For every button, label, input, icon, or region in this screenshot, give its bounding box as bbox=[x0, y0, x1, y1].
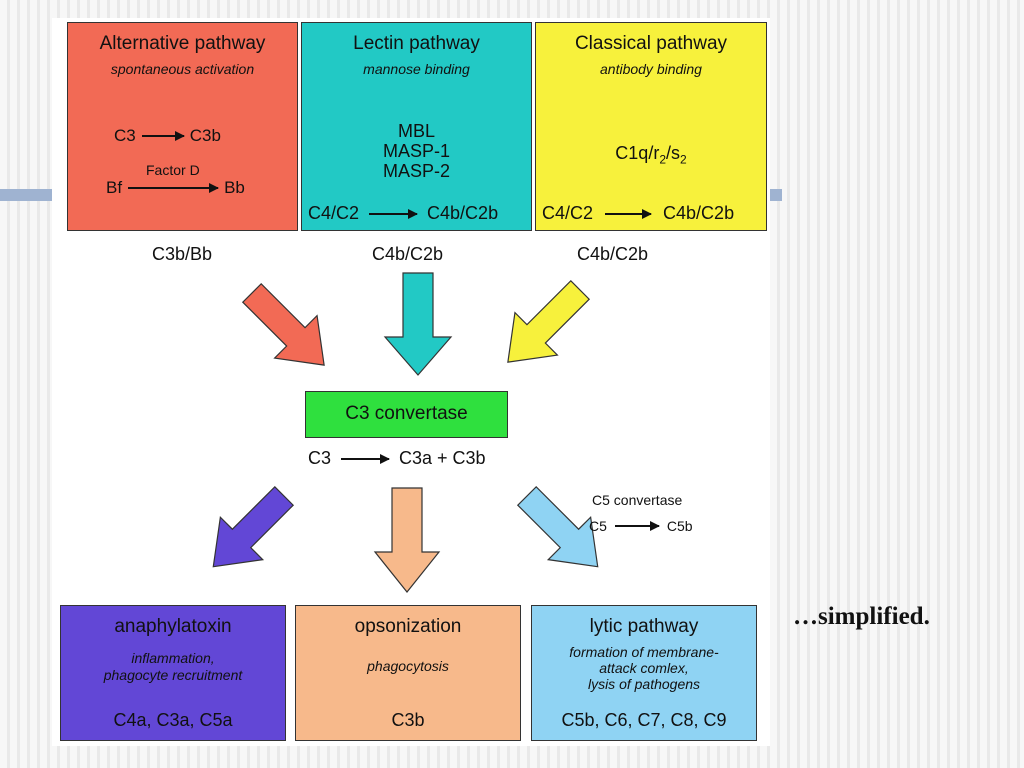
lectin-c4c2-reaction: C4/C2 C4b/C2b bbox=[308, 203, 499, 223]
c5-cleavage-reaction: C5 C5b bbox=[589, 518, 693, 534]
reaction-arrow-icon bbox=[141, 131, 185, 141]
anaphylatoxin-box: anaphylatoxin inflammation, phagocyte re… bbox=[60, 605, 286, 741]
classical-pathway-box: Classical pathway antibody binding C1q/r… bbox=[535, 22, 767, 231]
opsonization-box: opsonization phagocytosis C3b bbox=[295, 605, 521, 741]
reaction-arrow-icon bbox=[128, 183, 220, 193]
lectin-output: C4b/C2b bbox=[372, 244, 444, 264]
lectin-to-convertase-arrow-icon bbox=[383, 272, 453, 376]
reaction-arrow-icon bbox=[369, 208, 419, 219]
flow-arrows bbox=[212, 272, 599, 593]
convertase-to-lytic-arrow-icon bbox=[516, 485, 599, 568]
reaction-arrow-icon bbox=[605, 208, 653, 219]
alternative-output: C3b/Bb bbox=[152, 244, 213, 264]
classical-c4c2-reaction: C4/C2 C4b/C2b bbox=[542, 203, 735, 223]
decorative-rule-right bbox=[770, 189, 782, 201]
alternative-to-convertase-arrow-icon bbox=[241, 282, 325, 366]
reaction-arrow-icon bbox=[341, 453, 391, 464]
alternative-pathway-title: Alternative pathway bbox=[99, 33, 266, 54]
opsonization-title: opsonization bbox=[354, 616, 462, 637]
classical-pathway-subtitle: antibody binding bbox=[600, 61, 702, 77]
opsonization-products: C3b bbox=[391, 710, 425, 730]
c5-convertase-label: C5 convertase bbox=[592, 492, 683, 508]
classical-to-convertase-arrow-icon bbox=[507, 279, 591, 363]
factor-d-label: Factor D bbox=[146, 162, 200, 178]
bf-to-bb-reaction: Bf Bb bbox=[106, 178, 245, 197]
decorative-rule-left bbox=[0, 189, 52, 201]
c3-cleavage-reaction: C3 C3a + C3b bbox=[308, 448, 486, 468]
lectin-pathway-title: Lectin pathway bbox=[353, 33, 480, 54]
convertase-to-opsonization-arrow-icon bbox=[373, 487, 441, 593]
simplified-note: …simplified. bbox=[793, 603, 930, 630]
lectin-components: MBL MASP-1 MASP-2 bbox=[382, 121, 451, 181]
lectin-pathway-subtitle: mannose binding bbox=[363, 61, 470, 77]
c3-convertase-title: C3 convertase bbox=[345, 403, 468, 424]
reaction-arrow-icon bbox=[614, 521, 660, 531]
anaphylatoxin-description: inflammation, phagocyte recruitment bbox=[103, 650, 243, 683]
lytic-pathway-description: formation of membrane- attack comlex, ly… bbox=[569, 644, 719, 692]
lytic-pathway-box: lytic pathway formation of membrane- att… bbox=[531, 605, 757, 741]
classical-output: C4b/C2b bbox=[577, 244, 649, 264]
lytic-pathway-title: lytic pathway bbox=[589, 616, 699, 637]
c1-complex-label: C1q/r2/s2 bbox=[615, 143, 687, 167]
opsonization-description: phagocytosis bbox=[367, 658, 449, 674]
anaphylatoxin-products: C4a, C3a, C5a bbox=[113, 710, 233, 730]
alternative-pathway-box: Alternative pathway spontaneous activati… bbox=[67, 22, 298, 231]
classical-pathway-title: Classical pathway bbox=[574, 33, 728, 54]
alternative-pathway-subtitle: spontaneous activation bbox=[110, 61, 255, 77]
c3-convertase-box: C3 convertase bbox=[305, 391, 508, 438]
lytic-pathway-products: C5b, C6, C7, C8, C9 bbox=[561, 710, 727, 730]
anaphylatoxin-title: anaphylatoxin bbox=[114, 616, 232, 637]
c3-to-c3b-reaction: C3 C3b bbox=[114, 126, 221, 145]
convertase-to-anaphylatoxin-arrow-icon bbox=[212, 485, 295, 568]
lectin-pathway-box: Lectin pathway mannose binding MBL MASP-… bbox=[301, 22, 532, 231]
complement-diagram: Alternative pathway spontaneous activati… bbox=[52, 18, 770, 746]
